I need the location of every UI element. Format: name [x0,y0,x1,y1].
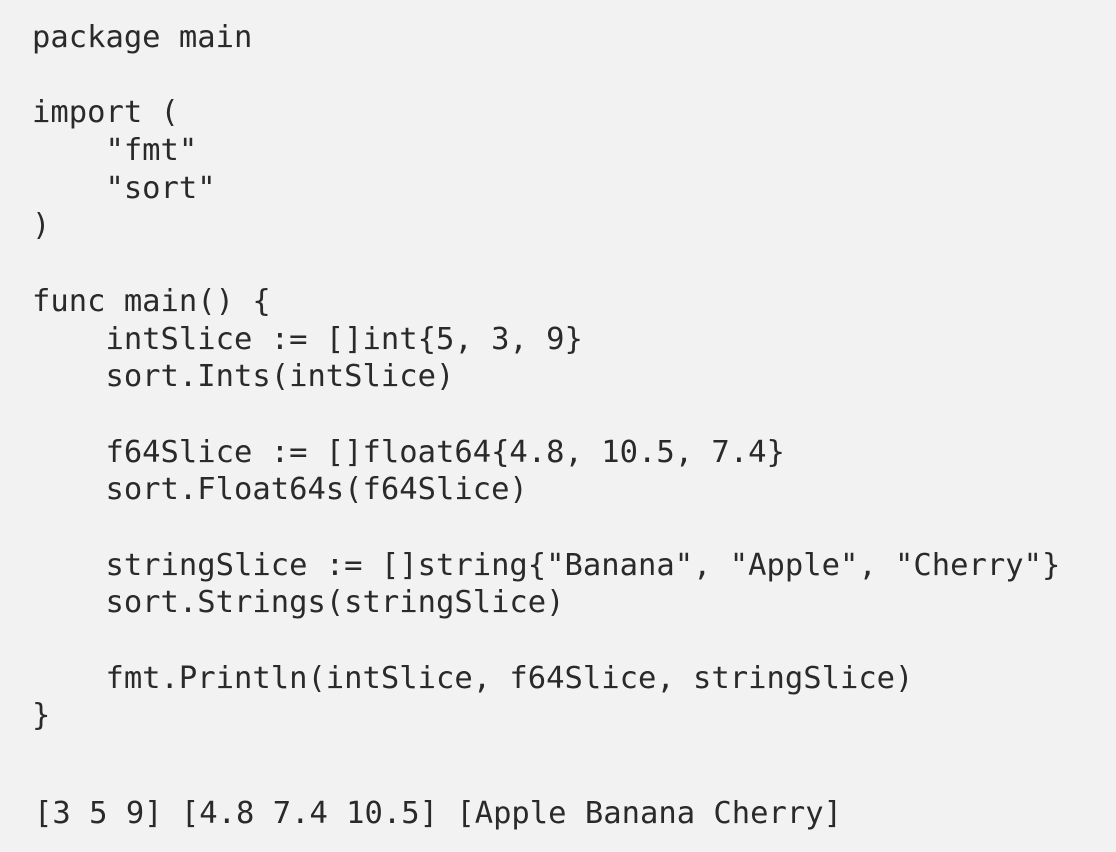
code-line [32,509,1060,547]
code-line: import ( [32,95,179,131]
code-line [32,396,1060,434]
code-line: fmt.Println(intSlice, f64Slice, stringSl… [32,660,914,696]
code-line: "sort" [32,170,216,206]
code-line: } [32,698,51,734]
code-line: func main() { [32,283,271,319]
code-line: f64Slice := []float64{4.8, 10.5, 7.4} [32,434,785,470]
code-line: package main [32,20,253,55]
code-line [32,245,1060,283]
code-line: intSlice := []int{5, 3, 9} [32,321,583,357]
code-line: ) [32,208,51,244]
code-line: "fmt" [32,133,198,169]
code-block: package main import ( "fmt" "sort") func m… [32,19,1060,735]
code-line: stringSlice := []string{"Banana", "Apple… [32,547,1061,583]
code-line: sort.Strings(stringSlice) [32,585,565,621]
program-output: [3 5 9] [4.8 7.4 10.5] [Apple Banana Che… [34,796,842,831]
code-line [32,622,1060,660]
code-line [32,57,1060,95]
code-line: sort.Float64s(f64Slice) [32,472,528,508]
code-line: sort.Ints(intSlice) [32,359,455,395]
